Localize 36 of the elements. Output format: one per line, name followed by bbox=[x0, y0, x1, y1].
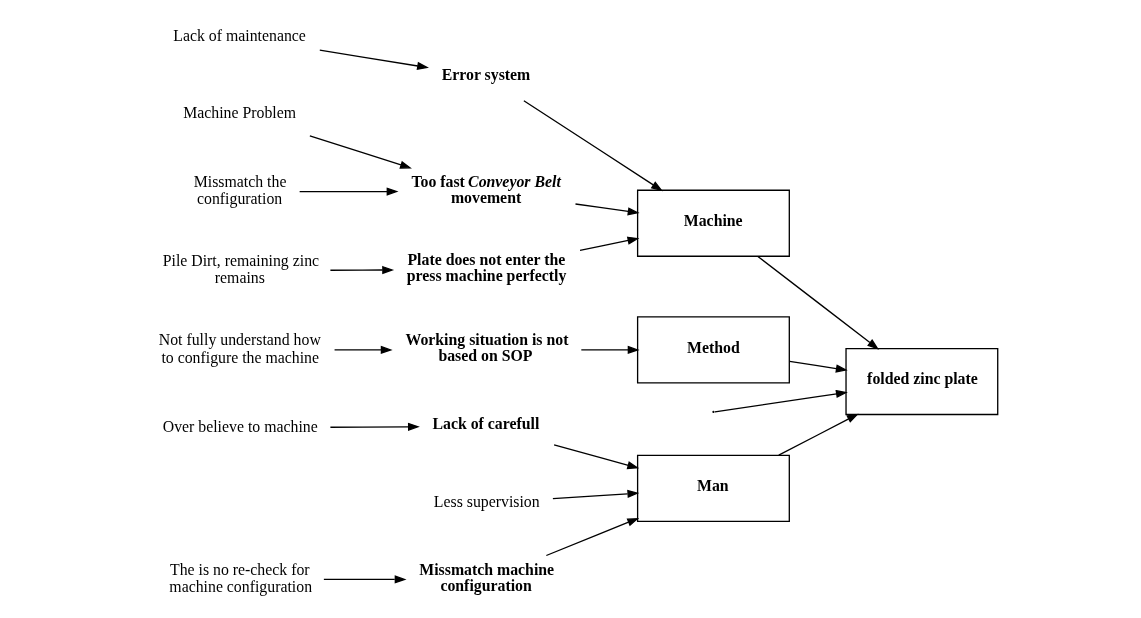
node-text: Lack of maintenance bbox=[172, 27, 306, 45]
arrow bbox=[322, 575, 407, 584]
node-box: Method bbox=[636, 316, 790, 384]
arrow bbox=[580, 345, 640, 355]
arrow bbox=[318, 49, 429, 71]
arrow bbox=[777, 413, 859, 456]
node-box: folded zinc plate bbox=[844, 347, 998, 416]
arrow bbox=[329, 265, 394, 275]
arrow bbox=[788, 360, 848, 373]
node-text: Working situation is not based on SOP bbox=[404, 331, 568, 365]
arrow bbox=[552, 444, 639, 470]
arrow bbox=[308, 135, 412, 169]
node-text: Missmatch machine configuration bbox=[418, 560, 554, 594]
arrow bbox=[713, 389, 848, 413]
arrow bbox=[756, 255, 879, 350]
node-text: Not fully understand how to configure the machine bbox=[158, 331, 321, 366]
arrow bbox=[298, 187, 398, 196]
node-text: Over believe to machine bbox=[162, 417, 318, 435]
arrow bbox=[333, 345, 393, 355]
node-text: Lack of carefull bbox=[432, 415, 539, 433]
node-text: Less supervision bbox=[433, 492, 540, 510]
arrow bbox=[578, 236, 639, 252]
node-box: Machine bbox=[636, 189, 790, 257]
node-text: Machine Problem bbox=[182, 103, 296, 121]
node-text: Too fast Conveyor Belt movement bbox=[410, 173, 561, 206]
arrow bbox=[574, 203, 640, 216]
node-text: Pile Dirt, remaining zinc remains bbox=[162, 252, 319, 287]
arrow bbox=[551, 489, 639, 500]
node-text: Missmatch the configuration bbox=[193, 173, 286, 208]
arrow bbox=[329, 422, 420, 431]
node-text: Plate does not enter the press machine perfectly bbox=[406, 250, 566, 284]
node-text: Error system bbox=[441, 65, 530, 83]
arrow bbox=[522, 100, 663, 192]
arrow bbox=[545, 517, 639, 557]
node-box: Man bbox=[636, 454, 790, 523]
node-text: The is no re-check for machine configuration bbox=[168, 560, 312, 596]
